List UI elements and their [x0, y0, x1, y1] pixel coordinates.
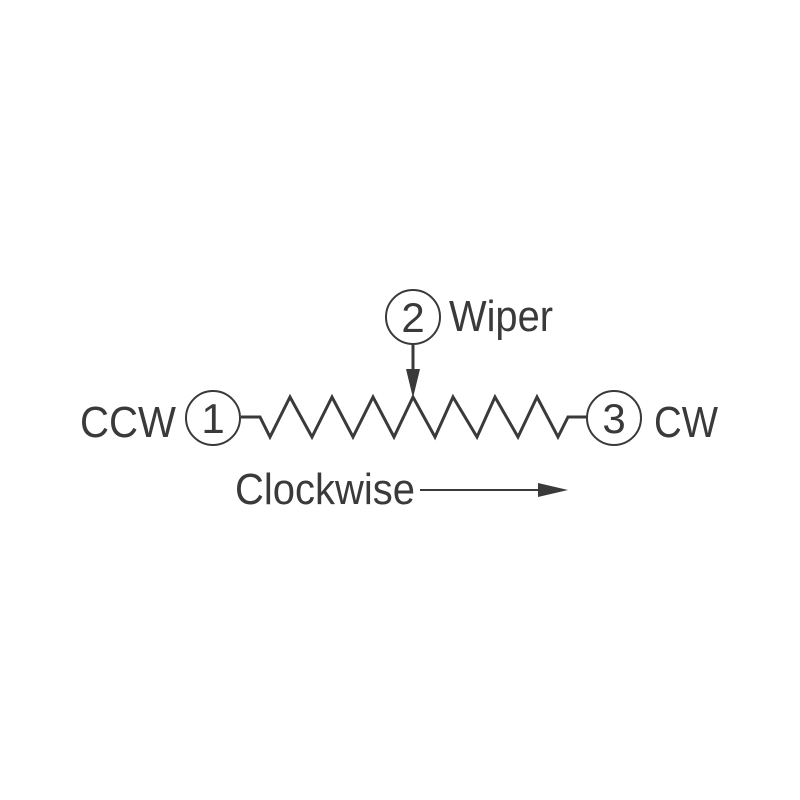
terminal-3-circle [586, 390, 642, 446]
terminal-1-circle [185, 390, 241, 446]
wiper-label: Wiper [449, 292, 553, 341]
terminal-2-number: 2 [401, 294, 424, 341]
wiper-arrowhead [406, 369, 420, 398]
resistor-zigzag [241, 393, 587, 441]
terminal-2: 2 [385, 289, 441, 345]
clockwise-label: Clockwise [235, 465, 415, 514]
terminal-1: 1 [185, 390, 241, 446]
terminal-3: 3 [586, 390, 642, 446]
cw-label: CW [654, 398, 718, 447]
terminal-2-circle [385, 289, 441, 345]
ccw-label: CCW [80, 398, 176, 447]
terminal-1-number: 1 [201, 395, 224, 442]
clockwise-arrowhead [538, 483, 568, 497]
terminal-3-number: 3 [602, 395, 625, 442]
